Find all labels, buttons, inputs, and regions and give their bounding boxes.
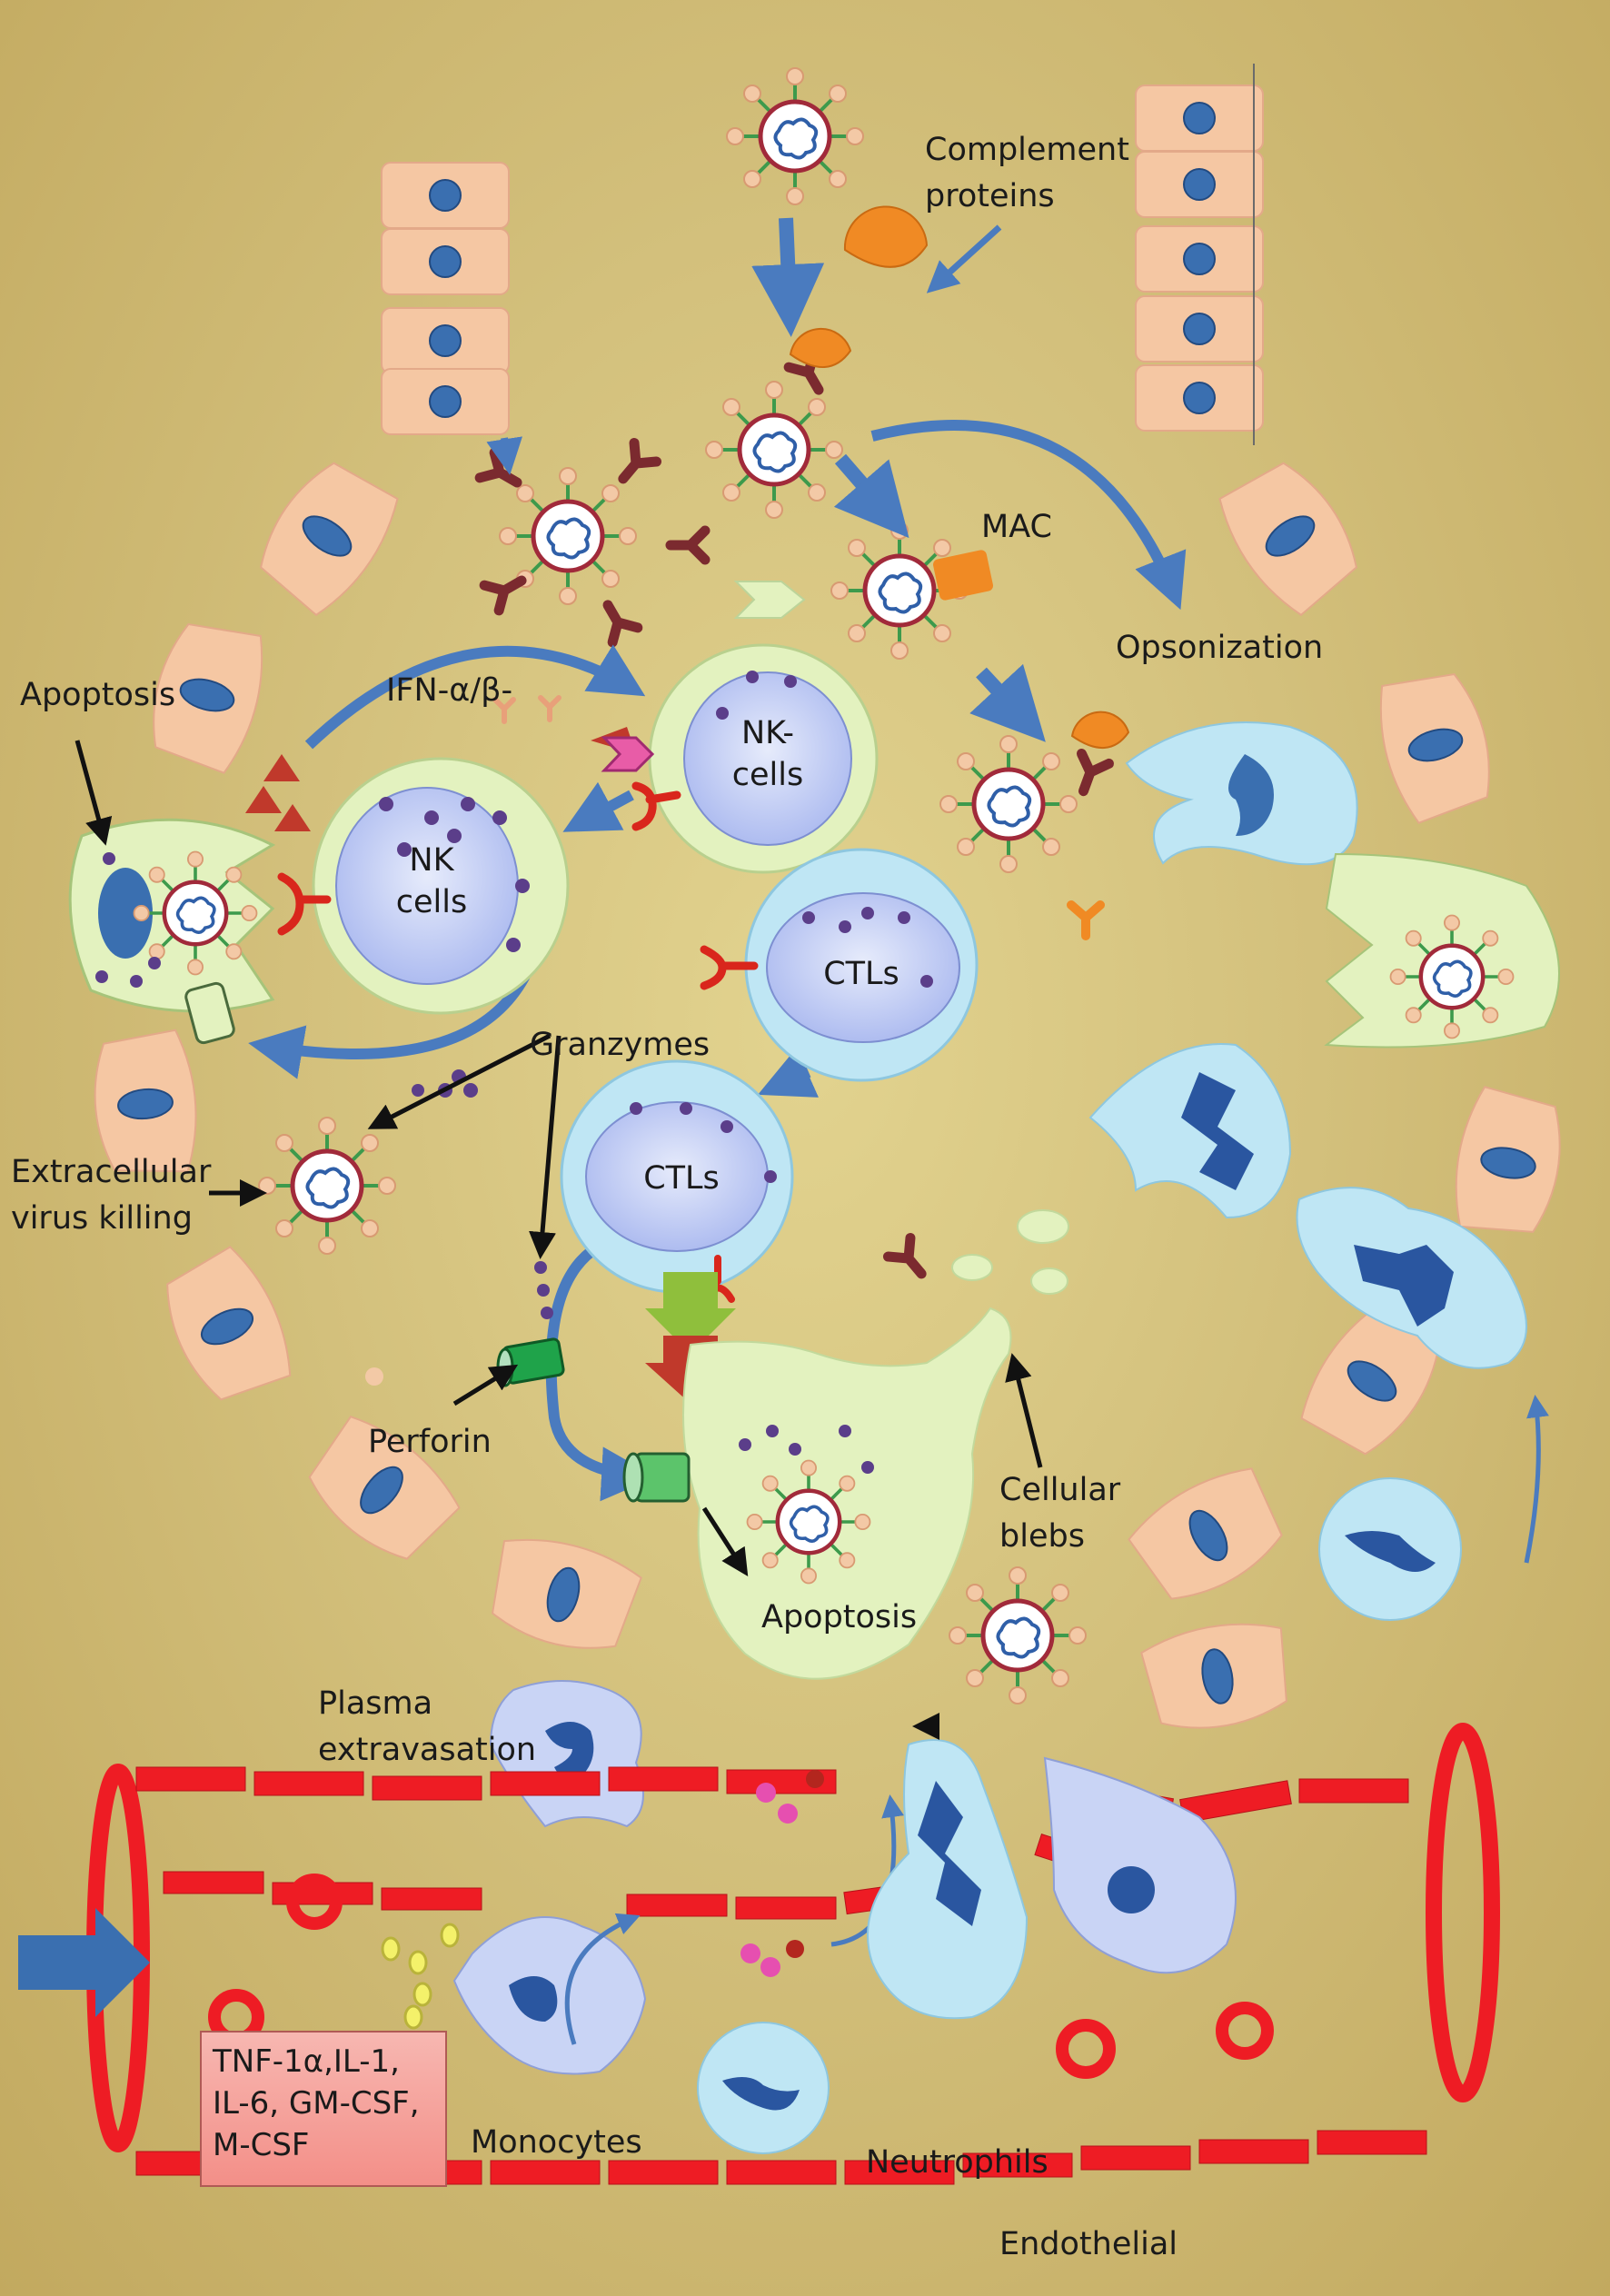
monocyte-transmigrating [1043, 1756, 1237, 1974]
neutrophil-vessel [697, 1794, 905, 2154]
neutrophil-right-2 [1296, 1187, 1527, 1369]
process-arrows [248, 217, 1549, 1564]
cytokine-particles [381, 1770, 824, 2030]
apoptotic-cell-center [622, 1307, 1012, 1680]
label-ctls-lower: CTLs [643, 1160, 720, 1197]
epithelial-stack-right [1135, 64, 1264, 445]
complement-proteins [789, 205, 1130, 750]
label-neutrophils: Neutrophils [866, 2144, 1048, 2181]
label-arrows [75, 740, 1043, 1740]
ifn-triangles [245, 754, 311, 831]
label-opsonization: Opsonization [1116, 630, 1324, 666]
epithelial-stack-left [381, 162, 510, 435]
nk-cell-left [277, 757, 570, 1015]
down-arrow-green [645, 1272, 736, 1354]
chevron-icon [733, 581, 806, 619]
ctl-cell-lower [560, 1059, 794, 1303]
antibodies [480, 353, 1108, 1283]
infected-cell-right [1324, 852, 1560, 1049]
infected-cell-left [68, 818, 276, 1045]
debris [365, 1367, 383, 1386]
granzyme-granules [412, 1069, 553, 1319]
label-apoptosis-left: Apoptosis [20, 677, 176, 713]
neutrophil-right-3 [1318, 1477, 1462, 1621]
macrophage-upper-right [1125, 721, 1358, 866]
label-ctls-upper: CTLs [823, 956, 899, 992]
label-complement-proteins: Complement proteins [925, 132, 1129, 214]
ctl-cell-upper [700, 848, 979, 1082]
monocyte-vessel [452, 1913, 647, 2075]
label-nk-cells-left: NK cells [395, 842, 468, 920]
nk-cell-upper [591, 643, 879, 874]
label-extracellular-virus-killing: Extracellular virus killing [11, 1154, 212, 1237]
label-apoptosis-center: Apoptosis [761, 1599, 918, 1635]
cytokine-box: TNF-1α,IL-1, IL-6, GM-CSF, M-CSF [200, 2031, 447, 2187]
label-cellular-blebs: Cellular blebs [999, 1472, 1121, 1555]
label-nk-cells-upper: NK- cells [731, 715, 804, 793]
label-mac: MAC [981, 509, 1052, 545]
label-monocytes: Monocytes [471, 2124, 642, 2161]
label-plasma-extravasation: Plasma extravasation [318, 1685, 537, 1768]
neutrophil-right-1 [1088, 1043, 1292, 1219]
neutrophil-transmigrating [867, 1739, 1029, 2020]
label-granzymes: Granzymes [530, 1027, 711, 1063]
label-perforin: Perforin [368, 1424, 492, 1460]
cellular-blebs [951, 1209, 1069, 1295]
flow-arrow-icon [18, 1908, 150, 2017]
label-ifn: IFN-α/β- [386, 672, 513, 709]
label-endothelial: Endothelial [999, 2226, 1178, 2262]
